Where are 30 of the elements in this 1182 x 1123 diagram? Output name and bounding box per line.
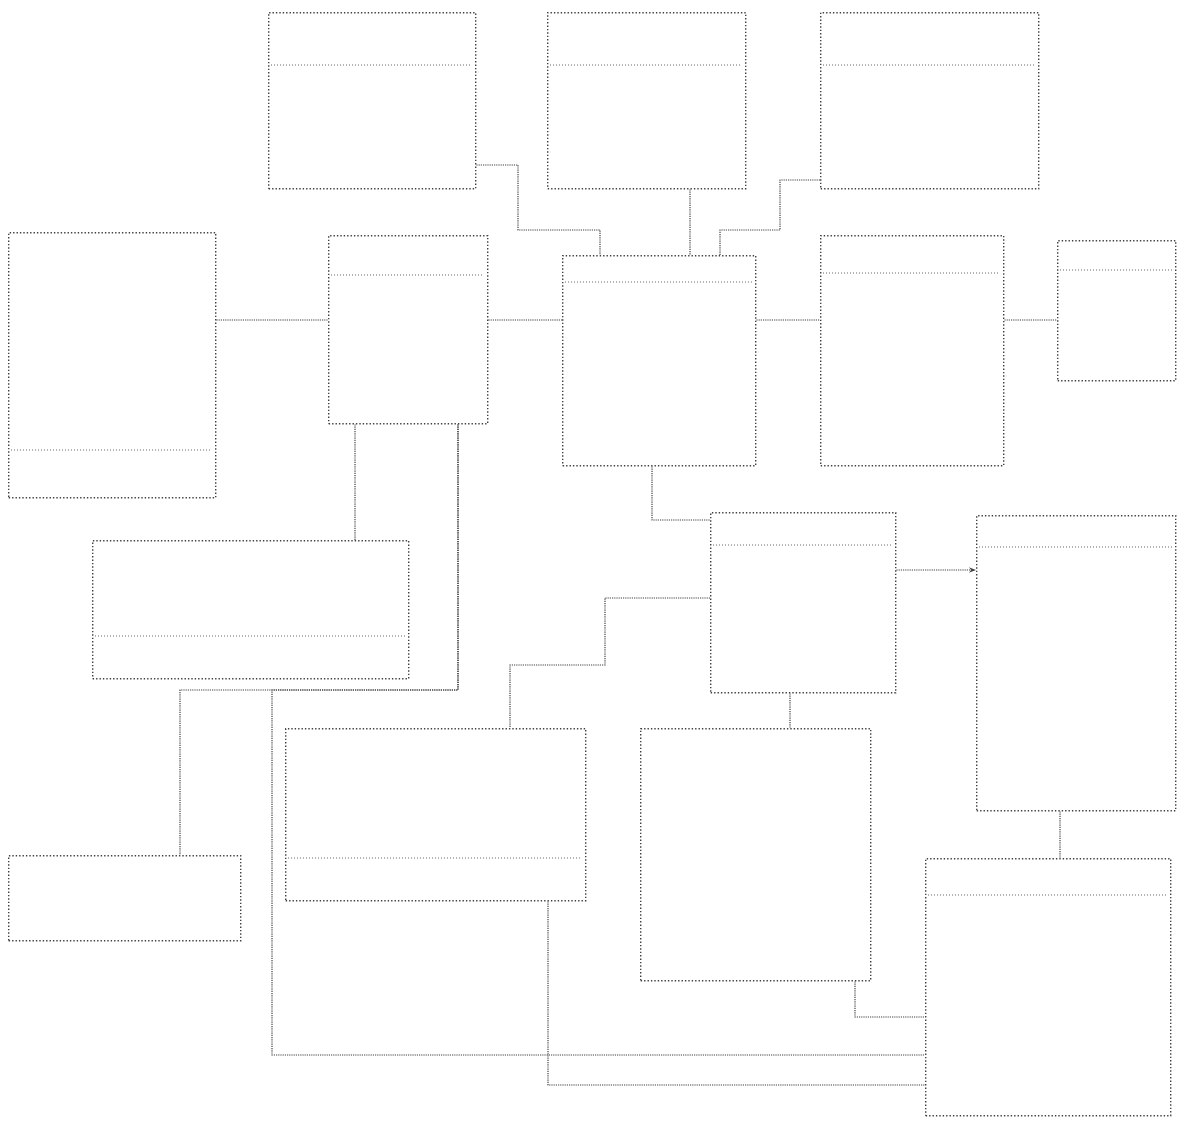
entity-box	[285, 728, 587, 902]
connector-line	[215, 319, 329, 321]
entity-box	[547, 12, 747, 190]
connector-line	[271, 423, 926, 1056]
connector-line	[719, 179, 821, 256]
entity-box	[562, 255, 757, 467]
connector-line	[354, 423, 356, 541]
entity-box	[92, 540, 410, 680]
entity-box	[976, 515, 1177, 812]
connector-line	[651, 465, 711, 521]
entity-box	[820, 235, 1005, 467]
entity-box	[1057, 240, 1177, 382]
connector-line	[854, 980, 926, 1018]
entity-box	[710, 512, 897, 694]
connector-line	[755, 319, 821, 321]
entity-box	[328, 235, 489, 425]
connector-line	[789, 692, 791, 729]
connector-line	[547, 900, 926, 1086]
connector-line	[1059, 810, 1061, 859]
entity-box	[8, 232, 217, 499]
connector-line	[475, 164, 601, 256]
entity-box	[820, 12, 1040, 190]
entity-box	[268, 12, 477, 190]
connector-line	[509, 597, 711, 729]
connector-line	[487, 319, 563, 321]
connector-line	[1003, 319, 1058, 321]
entity-box	[640, 728, 872, 982]
entity-box	[8, 855, 242, 942]
entity-box	[925, 858, 1172, 1117]
connector-line	[689, 188, 691, 256]
